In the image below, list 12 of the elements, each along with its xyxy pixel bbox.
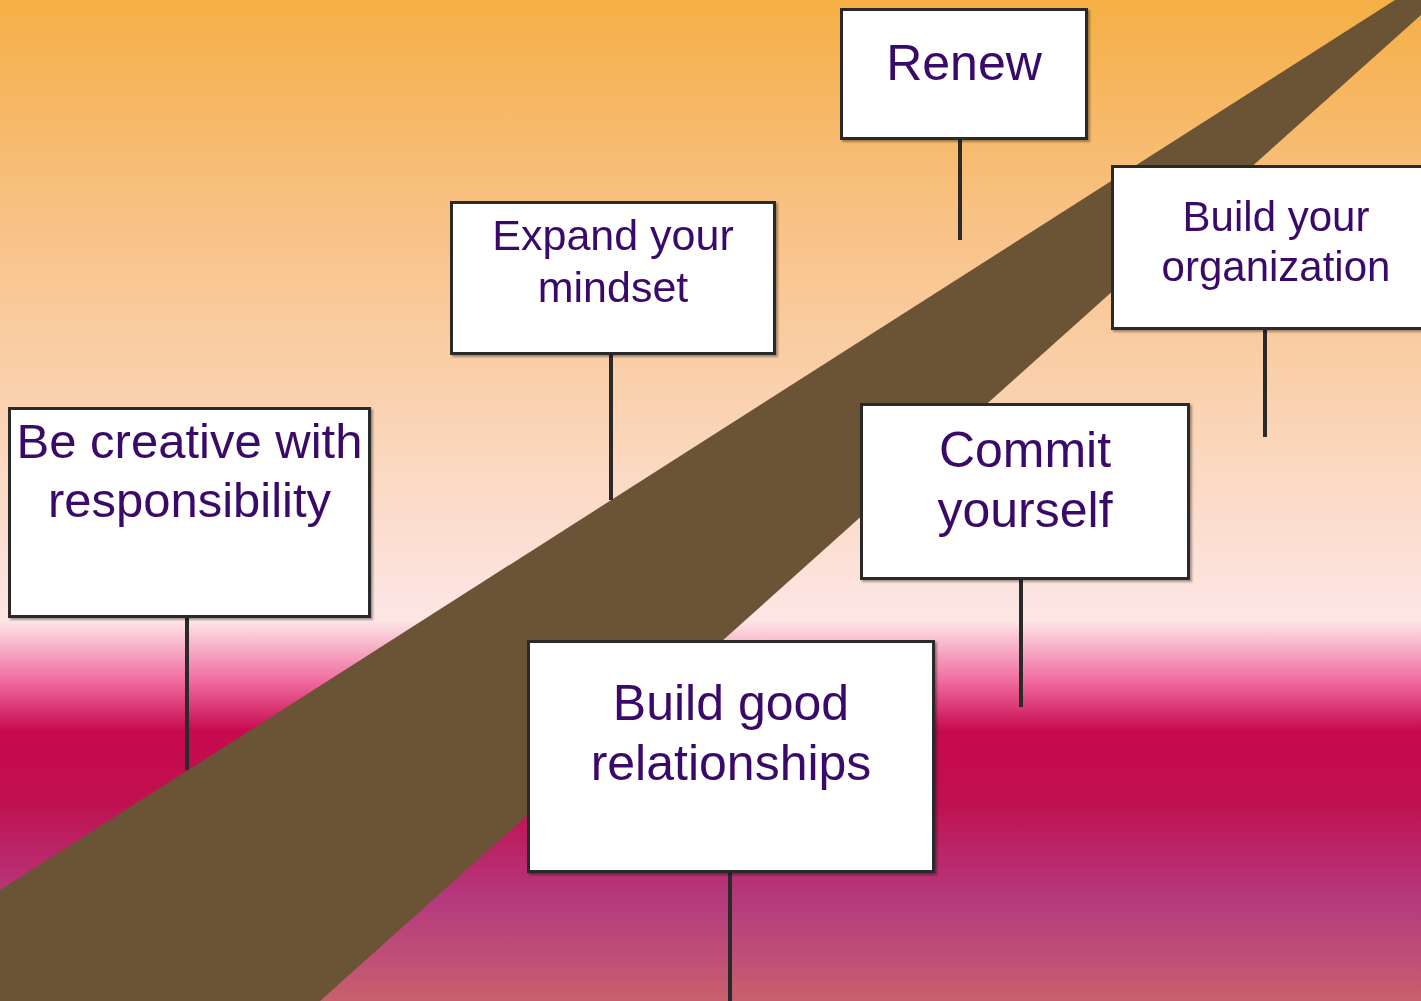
sign-text: Expand your mindset	[491, 210, 735, 313]
sign-text: Build your organization	[1160, 192, 1392, 293]
signboard	[860, 403, 1190, 580]
sign-text: Build good relationships	[589, 674, 873, 793]
signboard	[450, 201, 776, 355]
sign-text: Renew	[886, 34, 1042, 93]
signboard	[1111, 165, 1421, 330]
sign-text: Commit yourself	[936, 421, 1114, 540]
signboard	[527, 640, 935, 873]
signboard	[8, 407, 371, 618]
sign-text: Be creative with responsibility	[15, 413, 364, 529]
signboard	[840, 8, 1088, 140]
